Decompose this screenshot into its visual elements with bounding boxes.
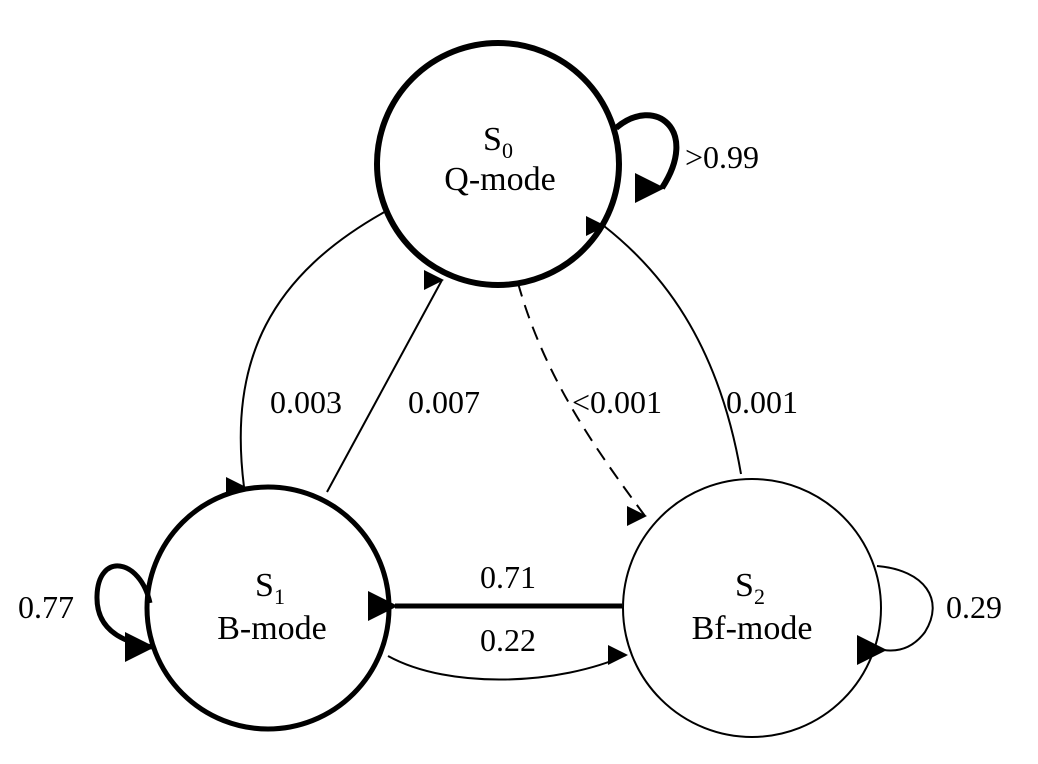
edge-s0-self: >0.99: [614, 112, 759, 203]
edge-s2-s0: 0.001: [586, 216, 798, 475]
node-s2-symbol: S: [735, 567, 754, 604]
edge-s0-self-label: >0.99: [685, 139, 759, 175]
edge-s1-s0-label: 0.007: [408, 384, 480, 420]
node-s0-mode: Q-mode: [444, 161, 555, 198]
edge-s0-s2: <0.001: [517, 282, 662, 526]
node-s1: S1 B-mode: [144, 484, 392, 732]
edge-s2-self: 0.29: [857, 565, 1002, 665]
edge-s1-self: 0.77: [18, 563, 155, 662]
edge-s2-self-label: 0.29: [946, 589, 1002, 625]
node-s1-symbol: S: [255, 567, 274, 604]
edge-s2-s1: 0.71: [368, 559, 622, 621]
edge-s1-self-label: 0.77: [18, 589, 74, 625]
node-s0-index: 0: [502, 138, 513, 163]
edge-s0-s1: 0.003: [226, 209, 389, 497]
node-s0-symbol: S: [483, 121, 502, 158]
edge-s1-s0: 0.007: [326, 270, 480, 493]
svg-text:S2: S2: [735, 567, 765, 609]
node-s1-index: 1: [274, 584, 285, 609]
node-s2-mode: Bf-mode: [692, 610, 813, 647]
node-s2-index: 2: [754, 584, 765, 609]
node-s0: S0 Q-mode: [374, 40, 622, 288]
node-s1-mode: B-mode: [217, 610, 327, 647]
node-s2: S2 Bf-mode: [622, 478, 882, 738]
edge-s0-s2-label: <0.001: [572, 384, 662, 420]
edge-s1-s2-label: 0.22: [480, 622, 536, 658]
svg-text:S1: S1: [255, 567, 285, 609]
edge-s1-s2: 0.22: [387, 622, 628, 681]
edge-s2-s0-label: 0.001: [726, 384, 798, 420]
svg-text:S0: S0: [483, 121, 513, 163]
edge-s2-s1-label: 0.71: [480, 559, 536, 595]
edge-s0-s1-label: 0.003: [270, 384, 342, 420]
